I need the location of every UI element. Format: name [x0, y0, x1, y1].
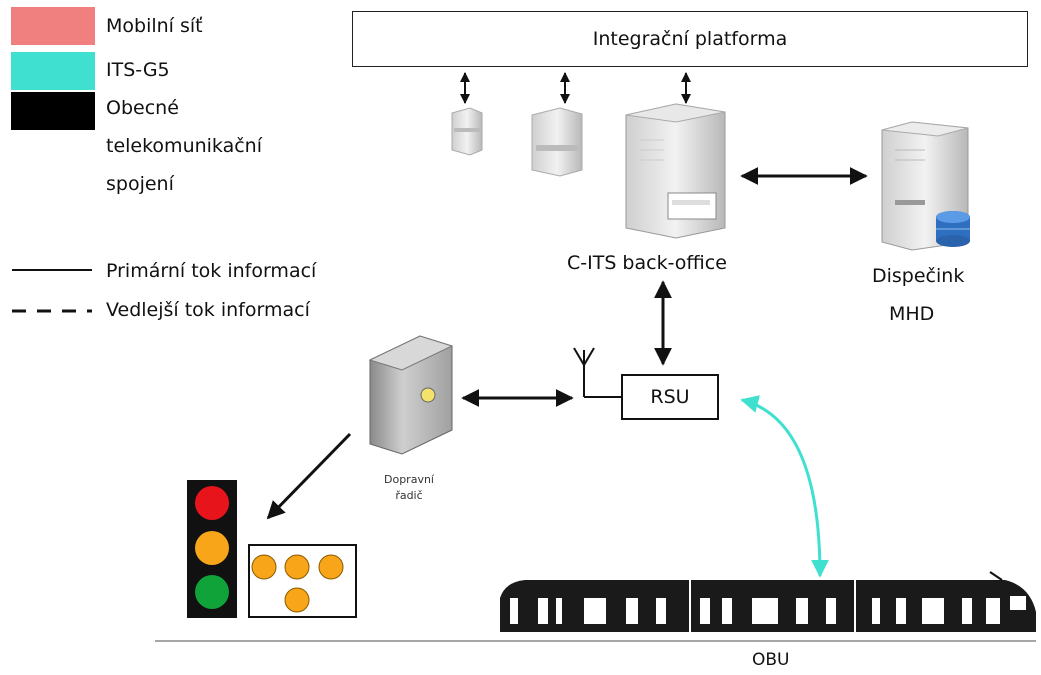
small-server-1-icon	[451, 107, 483, 156]
dispatch-label-line2: MHD	[889, 303, 935, 325]
obu-label: OBU	[752, 650, 790, 670]
database-icon	[936, 211, 970, 247]
legend-label-mobile: Mobilní síť	[106, 15, 203, 37]
traffic-light-icon	[187, 480, 237, 618]
integration-platform-label: Integrační platforma	[592, 28, 788, 50]
tram-signal-icon	[248, 544, 357, 618]
integration-platform-box: Integrační platforma	[352, 11, 1028, 67]
arrow-controller-signals	[266, 432, 352, 520]
back-office-label: C-ITS back-office	[567, 252, 727, 274]
legend-label-its-g5: ITS-G5	[106, 59, 170, 81]
tram-icon	[500, 571, 1036, 632]
legend-label-telecom-3: spojení	[106, 173, 174, 195]
legend-label-primary-flow: Primární tok informací	[106, 260, 317, 282]
legend-label-secondary-flow: Vedlejší tok informací	[106, 299, 310, 321]
controller-label-line2: řadič	[395, 489, 423, 502]
legend-swatch-its-g5	[11, 52, 95, 90]
rsu-label: RSU	[650, 386, 690, 408]
arrow-its-g5-rsu-obu	[740, 395, 829, 578]
legend-swatch-telecom	[11, 92, 95, 130]
legend-swatch-mobile	[11, 7, 95, 45]
legend-label-telecom-2: telekomunikační	[106, 135, 263, 157]
antenna-icon	[573, 347, 621, 398]
controller-label-line1: Dopravní	[384, 473, 434, 486]
rsu-box: RSU	[621, 374, 719, 420]
dispatch-label-line1: Dispečink	[872, 265, 965, 287]
traffic-controller-cabinet-icon	[368, 335, 454, 455]
legend-label-telecom-1: Obecné	[106, 97, 179, 119]
back-office-server-icon	[625, 103, 726, 239]
small-server-2-icon	[531, 107, 583, 177]
